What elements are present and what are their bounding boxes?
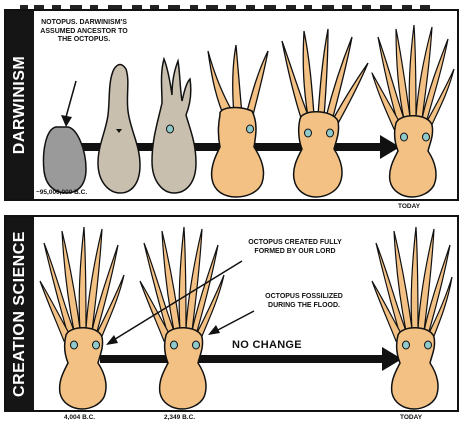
- fossil-pointer-arrow: [208, 311, 254, 335]
- created-octopus: [40, 227, 124, 409]
- creation-science-panel: CREATION SCIENCE: [4, 215, 459, 412]
- top-banner-fragment: [0, 0, 461, 9]
- darwinism-end-time: TODAY: [398, 203, 420, 210]
- creation-art: [6, 217, 457, 410]
- creation-time-3: TODAY: [400, 414, 422, 421]
- fossilized-octopus: [140, 227, 224, 409]
- fossil-annotation: OCTOPUS FOSSILIZED DURING THE FLOOD.: [256, 293, 352, 310]
- proto-octopus-stage-4: [208, 45, 268, 197]
- modern-octopus: [372, 25, 454, 197]
- darwinism-start-time: ~95,000,000 B.C.: [36, 189, 87, 196]
- today-octopus: [372, 227, 452, 409]
- notopus-pointer-arrow: [61, 81, 76, 127]
- notopus-stage-1: [44, 127, 87, 193]
- creation-time-2: 2,349 B.C.: [164, 414, 195, 421]
- created-annotation: OCTOPUS CREATED FULLY FORMED BY OUR LORD: [246, 239, 344, 256]
- proto-octopus-stage-2: [98, 65, 140, 194]
- proto-octopus-stage-3: [152, 59, 196, 193]
- proto-octopus-stage-5: [282, 29, 368, 197]
- creation-time-1: 4,004 B.C.: [64, 414, 95, 421]
- notopus-annotation: NOTOPUS. DARWINISM'S ASSUMED ANCESTOR TO…: [40, 19, 128, 45]
- darwinism-panel: DARWINISM: [4, 9, 459, 201]
- no-change-label: NO CHANGE: [232, 339, 302, 351]
